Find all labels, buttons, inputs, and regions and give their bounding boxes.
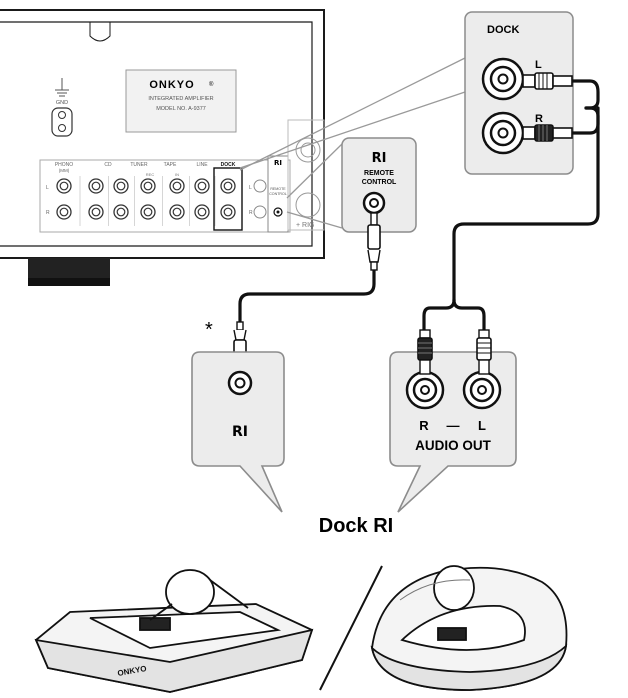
rca-plug-r bbox=[522, 124, 573, 142]
amp-rca-jack bbox=[169, 204, 185, 220]
section-label-dock: DOCK bbox=[221, 162, 236, 168]
svg-text:(MM): (MM) bbox=[59, 168, 70, 173]
svg-text:®: ® bbox=[209, 81, 214, 88]
amp-rca-jack bbox=[140, 204, 156, 220]
amp-rca-jack-inner bbox=[197, 181, 207, 191]
dock-jack-l bbox=[481, 57, 525, 101]
svg-text:GND: GND bbox=[56, 100, 68, 106]
ri-remote-callout-box: RI REMOTE CONTROL bbox=[341, 137, 417, 233]
dock-device-right bbox=[370, 565, 568, 691]
amp-rca-jack bbox=[56, 204, 72, 220]
amp-rca-jack-inner bbox=[172, 207, 182, 217]
ri-cable bbox=[238, 268, 376, 324]
audio-out-jack-l bbox=[462, 370, 502, 410]
amp-jack-row bbox=[56, 176, 236, 226]
speaker-terminals: + RIG bbox=[287, 119, 325, 231]
dock-device-left: ONKYO bbox=[34, 569, 314, 693]
dock-jack-r bbox=[481, 111, 525, 155]
gnd-terminal: GND bbox=[51, 78, 73, 137]
amp-rca-jack-inner bbox=[143, 181, 153, 191]
audio-out-jack-r bbox=[405, 370, 445, 410]
rca-plug-l bbox=[522, 72, 573, 90]
amp-rca-jack bbox=[169, 178, 185, 194]
svg-text:R: R bbox=[249, 210, 253, 216]
amp-rca-jack-inner bbox=[223, 207, 233, 217]
amp-rca-jack bbox=[140, 178, 156, 194]
amp-rca-jack-inner bbox=[197, 207, 207, 217]
amp-rca-jack bbox=[113, 178, 129, 194]
amp-rca-jack bbox=[88, 178, 104, 194]
svg-text:CONTROL: CONTROL bbox=[362, 179, 397, 186]
audio-cable-main bbox=[452, 106, 600, 302]
svg-text:RI: RI bbox=[232, 424, 248, 440]
dock-ri-device-label: Dock RI bbox=[319, 515, 393, 537]
amp-rca-jack bbox=[220, 204, 236, 220]
svg-text:L: L bbox=[46, 185, 49, 191]
svg-text:—: — bbox=[447, 418, 460, 433]
amp-dock-jacks-frame bbox=[213, 167, 243, 231]
audio-cable-l bbox=[570, 79, 600, 110]
model-line-2: MODEL NO. A-9377 bbox=[156, 106, 206, 112]
cables bbox=[238, 79, 600, 332]
svg-text:R: R bbox=[419, 418, 429, 433]
amp-rca-jack-inner bbox=[116, 181, 126, 191]
model-plate bbox=[125, 69, 237, 133]
dock-ri-callout: RI bbox=[191, 351, 285, 513]
svg-text:L: L bbox=[249, 185, 252, 191]
section-label-tuner: TUNER bbox=[130, 162, 148, 168]
svg-text:L: L bbox=[478, 418, 486, 433]
ri-mini-plug-top bbox=[367, 212, 381, 271]
model-line-1: INTEGRATED AMPLIFIER bbox=[148, 96, 213, 102]
audio-out-label: AUDIO OUT bbox=[415, 438, 492, 453]
amp-rca-jack bbox=[194, 204, 210, 220]
svg-text:R: R bbox=[46, 210, 50, 216]
amp-rca-jack bbox=[194, 178, 210, 194]
svg-text:IN: IN bbox=[175, 172, 179, 177]
amp-rca-jack-inner bbox=[91, 207, 101, 217]
amp-rca-jack bbox=[113, 204, 129, 220]
asterisk-note: * bbox=[205, 319, 213, 341]
svg-text:CONTROL: CONTROL bbox=[269, 192, 287, 196]
amp-rca-jack-inner bbox=[59, 181, 69, 191]
amp-rca-jack-inner bbox=[91, 181, 101, 191]
amp-rca-jack-inner bbox=[172, 181, 182, 191]
section-label-line: LINE bbox=[196, 162, 208, 168]
amp-rca-jack-inner bbox=[59, 207, 69, 217]
amp-rca-jack bbox=[220, 178, 236, 194]
amp-brand-logo: ONKYO bbox=[149, 79, 194, 91]
svg-text:+ RIG: + RIG bbox=[296, 222, 314, 229]
audio-out-plug-l bbox=[476, 329, 492, 375]
audio-out-callout: R — L AUDIO OUT bbox=[389, 351, 517, 513]
svg-text:REC: REC bbox=[146, 172, 155, 177]
section-label-phono: PHONO bbox=[55, 162, 73, 168]
amp-rca-jack-inner bbox=[143, 207, 153, 217]
amp-rca-jack bbox=[88, 204, 104, 220]
svg-text:L: L bbox=[535, 59, 542, 71]
amp-rca-jack-inner bbox=[223, 181, 233, 191]
amp-rca-jack-inner bbox=[116, 207, 126, 217]
amp-rca-jack bbox=[56, 178, 72, 194]
divider-slash bbox=[319, 565, 383, 691]
amplifier-rear-panel: ONKYO ® INTEGRATED AMPLIFIER MODEL NO. A… bbox=[0, 9, 325, 286]
audio-cable-r bbox=[570, 106, 600, 135]
svg-text:RI: RI bbox=[372, 151, 387, 166]
svg-text:REMOTE: REMOTE bbox=[364, 170, 394, 177]
svg-text:REMOTE: REMOTE bbox=[270, 187, 286, 191]
dock-callout-box: DOCK L R bbox=[464, 11, 574, 175]
section-label-tape: TAPE bbox=[164, 162, 177, 168]
callout-pointers bbox=[239, 57, 466, 229]
svg-text:RI: RI bbox=[274, 159, 282, 167]
section-label-cd: CD bbox=[104, 162, 112, 168]
audio-out-plug-r bbox=[417, 329, 433, 375]
svg-text:DOCK: DOCK bbox=[487, 24, 519, 36]
svg-text:R: R bbox=[535, 113, 543, 125]
